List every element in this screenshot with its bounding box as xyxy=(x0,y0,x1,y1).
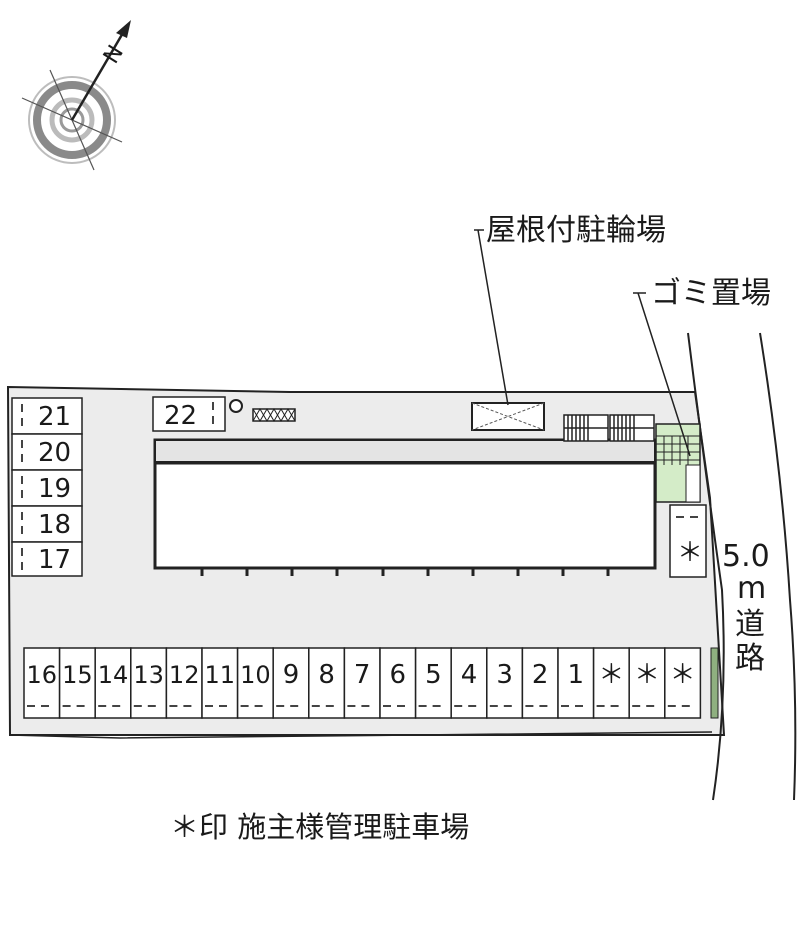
garbage-leader xyxy=(633,292,691,457)
parking-spot-label: 3 xyxy=(496,660,513,690)
parking-spot-label: 13 xyxy=(133,661,164,689)
spot-19: 19 xyxy=(38,474,71,504)
building xyxy=(153,438,657,576)
parking-spot-label: 2 xyxy=(532,660,549,690)
parking-spot-label: 16 xyxy=(27,661,58,689)
garbage-area xyxy=(655,423,701,503)
spot-21: 21 xyxy=(38,402,71,432)
road-width-unit: m xyxy=(737,571,766,606)
parking-spot-label: 8 xyxy=(318,660,335,690)
bicycle-parking-leader xyxy=(474,229,509,406)
parking-spot-label: 5 xyxy=(425,660,442,690)
utility-pole-icon xyxy=(229,399,243,413)
parking-spot-label: 6 xyxy=(390,660,407,690)
legend-note: ＊印 施主様管理駐車場 xyxy=(170,810,469,844)
parking-spot-label: 15 xyxy=(62,661,93,689)
parking-left-column xyxy=(11,397,83,577)
parking-spot-label: 10 xyxy=(240,661,271,689)
parking-spot-label: 9 xyxy=(283,660,300,690)
parking-spot-label: 1 xyxy=(568,660,585,690)
road-edge-inner xyxy=(687,332,725,801)
parking-spot-label: 7 xyxy=(354,660,371,690)
stairs xyxy=(563,414,655,442)
parking-spot-label: 14 xyxy=(98,661,129,689)
parking-spot-label: 4 xyxy=(461,660,478,690)
road-label-2: 路 xyxy=(735,641,765,676)
parking-spot-label: 11 xyxy=(205,661,236,689)
road-label-1: 道 xyxy=(735,607,765,642)
equipment-box-icon xyxy=(252,408,296,422)
road-width-value: 5.0 xyxy=(722,539,770,574)
spot-22: 22 xyxy=(164,401,197,431)
bicycle-parking-label: 屋根付駐輪場 xyxy=(486,213,666,248)
parking-spot-label: ＊ xyxy=(598,660,624,690)
spot-20: 20 xyxy=(38,438,71,468)
parking-spot-label: 12 xyxy=(169,661,200,689)
parking-spot-label: ＊ xyxy=(670,660,696,690)
parking-spot-label: ＊ xyxy=(634,660,660,690)
spot-17: 17 xyxy=(38,545,71,575)
hedge xyxy=(710,647,719,719)
spot-right: ＊ xyxy=(677,538,703,568)
north-arrow-compass-icon: N xyxy=(21,20,131,171)
bicycle-parking xyxy=(471,402,545,431)
road-edge-outer xyxy=(759,332,797,801)
spot-18: 18 xyxy=(38,510,71,540)
garbage-label: ゴミ置場 xyxy=(651,276,771,311)
